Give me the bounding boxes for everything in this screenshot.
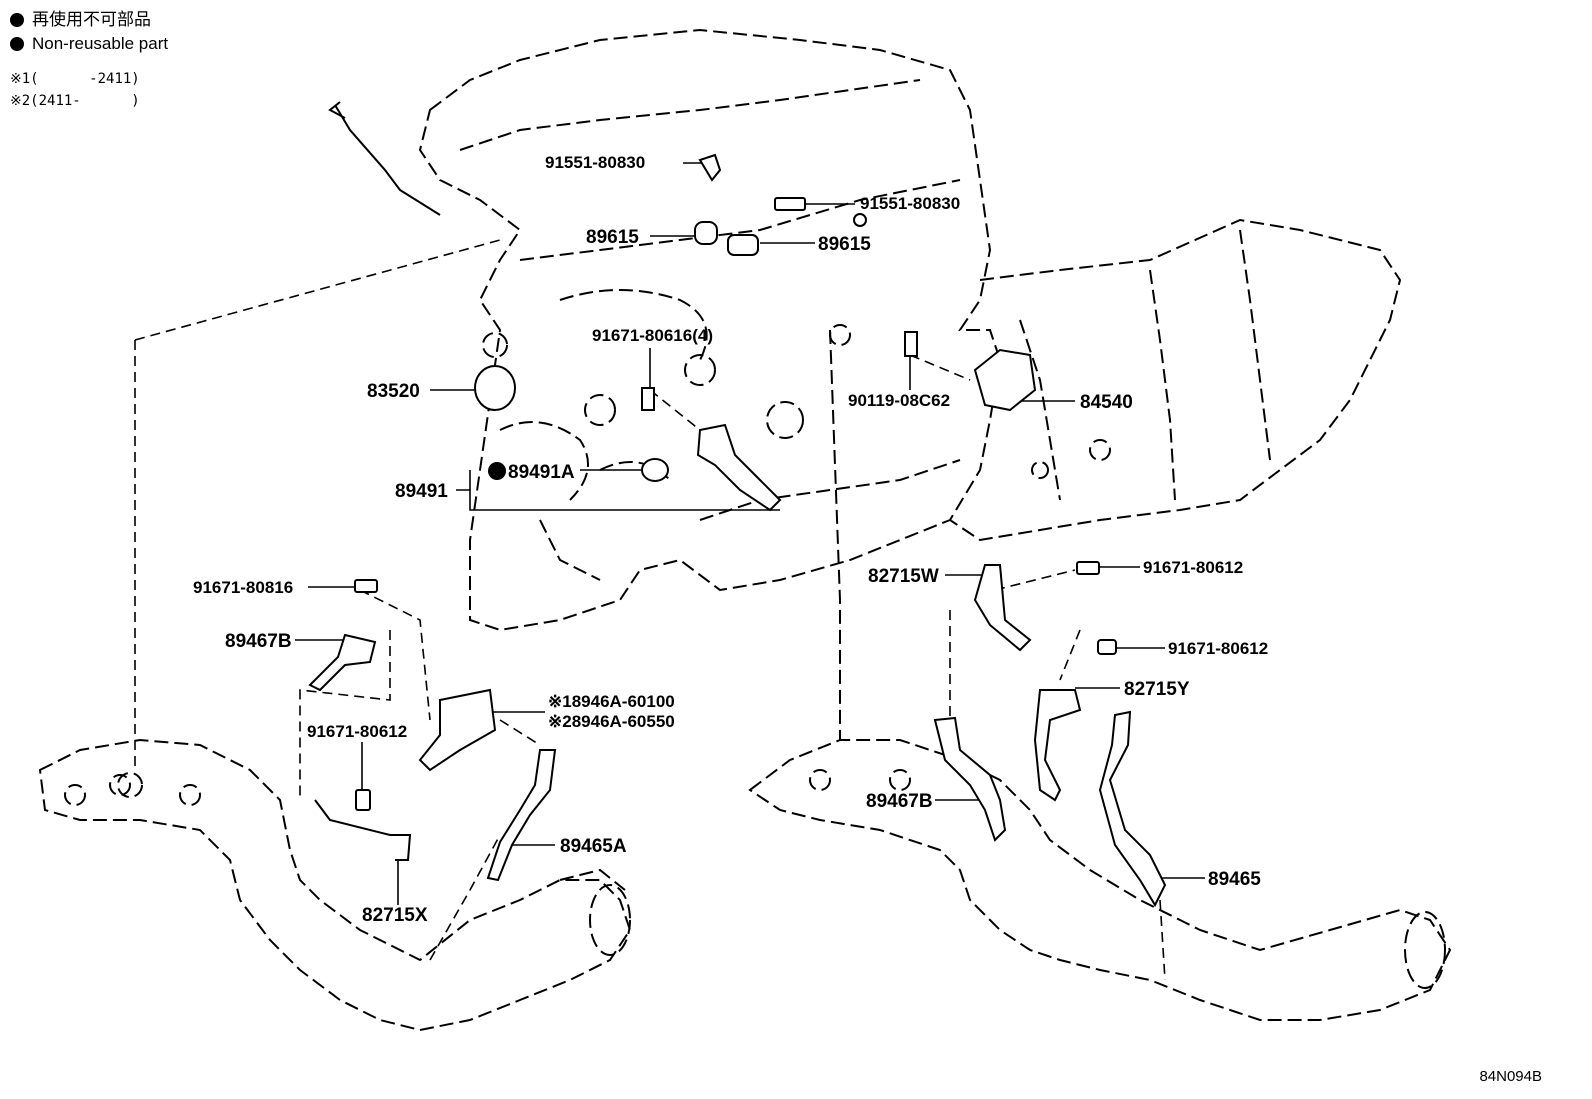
arrow-marker-icon xyxy=(853,213,867,227)
label-91671-80816: 91671-80816 xyxy=(193,578,293,597)
label-82715W: 82715W xyxy=(868,566,939,587)
right-exhaust-outline xyxy=(748,739,1452,1021)
legend-en-label: Non-reusable part xyxy=(32,34,169,53)
transmission-outline xyxy=(949,218,1402,542)
leader-lines xyxy=(295,162,1205,905)
position-sensor-84540-icon xyxy=(973,348,1037,412)
left-exhaust-outline xyxy=(38,738,632,1032)
bracket-82715X-icon xyxy=(314,799,412,861)
bolt-91551-right-icon xyxy=(774,197,806,211)
label-91671-80616: 91671-80616(4) xyxy=(592,326,713,345)
label-89467B-left: 89467B xyxy=(225,631,292,652)
non-reusable-dot-icon xyxy=(10,13,24,27)
connection-dashes xyxy=(134,239,1166,981)
label-89465: 89465 xyxy=(1208,869,1261,890)
non-reusable-marker-icon xyxy=(488,462,506,480)
label-89615-left: 89615 xyxy=(586,227,639,248)
label-91671-80612-a: 91671-80612 xyxy=(1143,558,1243,577)
legend-row-en: Non-reusable part xyxy=(10,32,168,56)
bracket-8946A-icon xyxy=(418,688,497,772)
bolt-91551-top-icon xyxy=(698,153,722,182)
label-91671-80612-left: 91671-80612 xyxy=(307,722,407,741)
sensor-83520-icon xyxy=(474,365,516,411)
note-1: ※1( -2411) xyxy=(10,71,140,87)
bolt-91671-80612-left-icon xyxy=(355,789,371,811)
bolt-91671-80612-a-icon xyxy=(1076,561,1100,575)
sensor-89615-left-icon xyxy=(694,221,718,245)
label-89491A: 89491A xyxy=(508,462,575,483)
sensor-89467B-right-icon xyxy=(933,716,1007,842)
bracket-82715W-icon xyxy=(973,564,1032,652)
label-83520: 83520 xyxy=(367,381,420,402)
label-91671-80612-b: 91671-80612 xyxy=(1168,639,1268,658)
bolt-91671-80612-b-icon xyxy=(1097,639,1117,655)
label-8946A-60100: ※18946A-60100 xyxy=(548,692,675,711)
dipstick xyxy=(328,101,441,216)
part-labels: 91551-80830 91551-80830 89615 89615 9167… xyxy=(193,153,1268,926)
bolt-90119-icon xyxy=(904,331,918,357)
label-8946A-60550: ※28946A-60550 xyxy=(548,712,675,731)
legend-jp-label: 再使用不可部品 xyxy=(32,10,151,29)
diagram-code: 84N094B xyxy=(1479,1068,1542,1085)
label-84540: 84540 xyxy=(1080,392,1133,413)
sensor-89465-icon xyxy=(1098,710,1167,908)
label-90119-08C62: 90119-08C62 xyxy=(848,391,950,410)
label-82715Y: 82715Y xyxy=(1124,679,1190,700)
label-89615-right: 89615 xyxy=(818,234,871,255)
label-91551-80830-top: 91551-80830 xyxy=(545,153,645,172)
legend-row-jp: 再使用不可部品 xyxy=(10,8,168,32)
component-shapes xyxy=(308,153,1167,908)
serial-notes: ※1( -2411) ※2(2411- ) xyxy=(10,68,140,112)
label-91551-80830-right: 91551-80830 xyxy=(860,194,960,213)
sensor-89491-icon xyxy=(696,423,782,512)
label-89467B-right: 89467B xyxy=(866,791,933,812)
engine-outline xyxy=(418,28,1002,740)
label-82715X: 82715X xyxy=(362,905,428,926)
legend: 再使用不可部品 Non-reusable part xyxy=(10,8,168,56)
label-89465A: 89465A xyxy=(560,836,627,857)
non-reusable-dot-icon xyxy=(10,37,24,51)
sensor-89465A-icon xyxy=(486,749,557,882)
label-89491: 89491 xyxy=(395,481,448,502)
bolt-91671-80816-icon xyxy=(354,579,378,593)
sensor-89467B-left-icon xyxy=(308,633,377,692)
oring-89491A-icon xyxy=(641,458,669,482)
bracket-82715Y-icon xyxy=(1033,689,1082,802)
sensor-89615-right-icon xyxy=(727,234,759,256)
note-2: ※2(2411- ) xyxy=(10,93,140,109)
bolt-91671-80616-icon xyxy=(641,387,655,411)
